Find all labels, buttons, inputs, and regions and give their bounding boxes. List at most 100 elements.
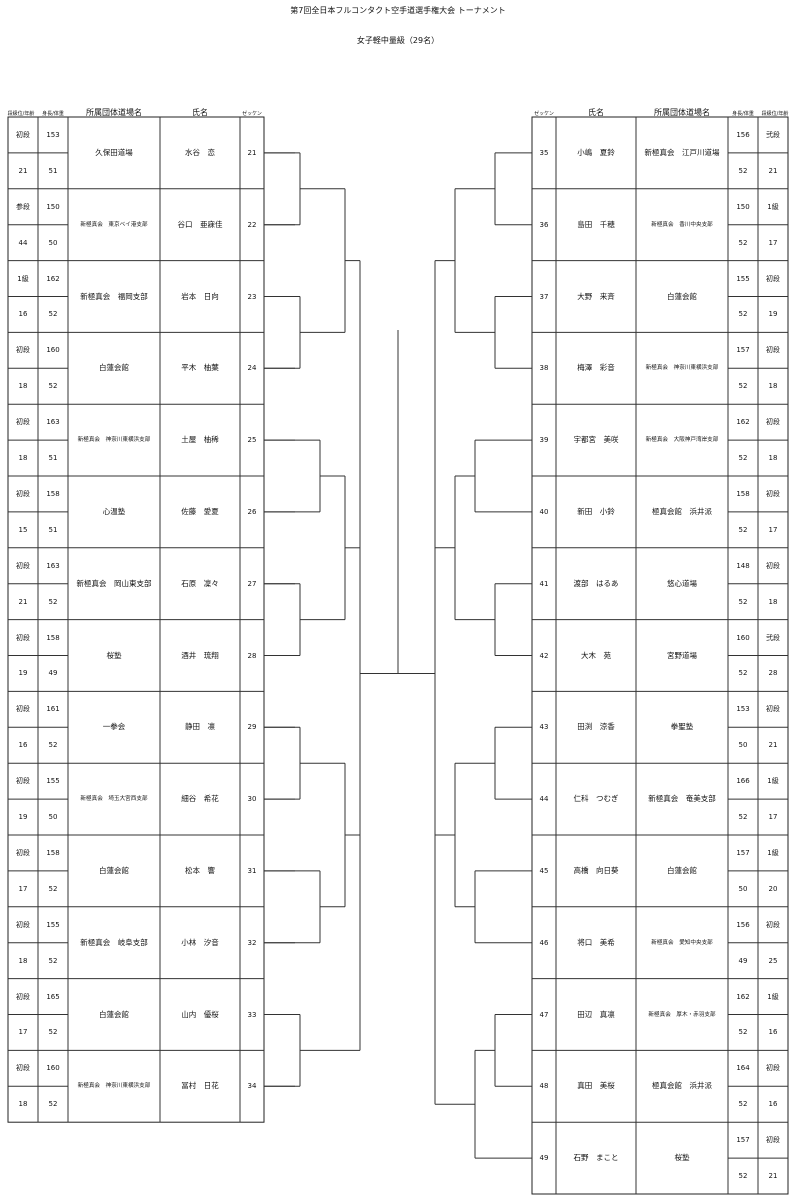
athlete-name: 細谷 希花 bbox=[181, 794, 219, 804]
age-cell: 17 bbox=[18, 884, 28, 893]
athlete-name: 山内 優桜 bbox=[181, 1009, 219, 1019]
rank-cell: 初段 bbox=[16, 489, 30, 498]
weight-cell: 51 bbox=[48, 166, 58, 175]
weight-cell: 52 bbox=[48, 1100, 58, 1109]
athlete-name: 静田 凛 bbox=[185, 722, 215, 732]
zekken-number: 36 bbox=[539, 220, 549, 229]
zekken-number: 48 bbox=[539, 1082, 549, 1091]
rank-cell: 初段 bbox=[766, 1136, 780, 1145]
zekken-number: 39 bbox=[539, 436, 549, 445]
header-club-right: 所属団体道場名 bbox=[654, 108, 710, 117]
zekken-number: 23 bbox=[247, 292, 257, 301]
age-cell: 21 bbox=[768, 1172, 778, 1181]
weight-cell: 49 bbox=[738, 956, 748, 965]
weight-cell: 49 bbox=[48, 669, 58, 678]
club-cell: 白蓮会館 bbox=[99, 1009, 129, 1019]
club-cell: 白蓮会館 bbox=[667, 865, 697, 875]
weight-cell: 52 bbox=[48, 956, 58, 965]
weight-cell: 52 bbox=[738, 1172, 748, 1181]
age-cell: 19 bbox=[768, 310, 778, 319]
club-cell: 心温塾 bbox=[102, 506, 126, 516]
weight-cell: 52 bbox=[48, 1028, 58, 1037]
zekken-number: 34 bbox=[247, 1082, 257, 1091]
rank-cell: 弐段 bbox=[766, 633, 780, 642]
age-cell: 17 bbox=[18, 1028, 28, 1037]
weight-cell: 50 bbox=[738, 741, 748, 750]
zekken-number: 38 bbox=[539, 364, 549, 373]
club-cell: 新極真会 奄美支部 bbox=[648, 794, 716, 804]
age-cell: 18 bbox=[768, 454, 778, 463]
zekken-number: 47 bbox=[539, 1010, 549, 1019]
athlete-name: 島田 千穂 bbox=[577, 219, 615, 229]
athlete-name: 平木 柚葉 bbox=[181, 363, 219, 373]
club-cell: 新極真会 神奈川東横浜支部 bbox=[645, 365, 719, 372]
zekken-number: 49 bbox=[539, 1154, 549, 1163]
zekken-number: 32 bbox=[247, 938, 257, 947]
rank-cell: 初段 bbox=[16, 418, 30, 427]
club-cell: 新極真会 福岡支部 bbox=[80, 291, 148, 301]
height-cell: 150 bbox=[736, 202, 750, 211]
zekken-number: 25 bbox=[247, 436, 257, 445]
weight-cell: 52 bbox=[738, 1028, 748, 1037]
header-zekken-right: ゼッケン bbox=[534, 111, 554, 117]
height-cell: 160 bbox=[736, 633, 750, 642]
zekken-number: 24 bbox=[247, 364, 257, 373]
age-cell: 19 bbox=[18, 813, 28, 822]
header-height-weight-left: 身長/体重 bbox=[42, 111, 64, 117]
weight-cell: 52 bbox=[48, 741, 58, 750]
weight-cell: 52 bbox=[738, 1100, 748, 1109]
athlete-name: 新田 小鈴 bbox=[577, 506, 615, 516]
height-cell: 157 bbox=[736, 848, 750, 857]
rank-cell: 初段 bbox=[16, 920, 30, 929]
height-cell: 155 bbox=[46, 777, 60, 786]
rank-cell: 初段 bbox=[766, 346, 780, 355]
zekken-number: 27 bbox=[247, 579, 257, 588]
club-cell: 新極真会 大阪神戸湾岸支部 bbox=[645, 437, 719, 444]
height-cell: 148 bbox=[736, 561, 750, 570]
height-cell: 160 bbox=[46, 1064, 60, 1073]
zekken-number: 43 bbox=[539, 723, 549, 732]
height-cell: 161 bbox=[46, 705, 60, 714]
weight-cell: 52 bbox=[738, 813, 748, 822]
age-cell: 18 bbox=[18, 382, 28, 391]
athlete-name: 谷口 亜寐佳 bbox=[177, 219, 223, 229]
club-cell: 白蓮会館 bbox=[99, 865, 129, 875]
rank-cell: 初段 bbox=[16, 848, 30, 857]
athlete-name: 田辺 真凛 bbox=[577, 1009, 615, 1019]
weight-cell: 52 bbox=[48, 597, 58, 606]
header-name-left: 氏名 bbox=[192, 108, 208, 117]
athlete-name: 大木 苑 bbox=[581, 650, 611, 660]
club-cell: 一拳会 bbox=[102, 722, 126, 732]
weight-cell: 52 bbox=[738, 669, 748, 678]
zekken-number: 22 bbox=[247, 220, 257, 229]
height-cell: 153 bbox=[736, 705, 750, 714]
height-cell: 158 bbox=[46, 633, 60, 642]
athlete-name: 大野 来斉 bbox=[577, 291, 615, 301]
club-cell: 新極真会 厚木・赤羽支部 bbox=[648, 1011, 716, 1018]
weight-cell: 52 bbox=[48, 310, 58, 319]
zekken-number: 21 bbox=[247, 148, 257, 157]
club-cell: 新極真会 愛知中央支部 bbox=[651, 939, 713, 946]
height-cell: 162 bbox=[736, 992, 750, 1001]
club-cell: 新極真会 神奈川東横浜支部 bbox=[77, 437, 151, 444]
age-cell: 18 bbox=[768, 382, 778, 391]
club-cell: 白蓮会館 bbox=[667, 291, 697, 301]
age-cell: 28 bbox=[768, 669, 778, 678]
zekken-number: 29 bbox=[247, 723, 257, 732]
zekken-number: 28 bbox=[247, 651, 257, 660]
athlete-name: 岩本 日向 bbox=[181, 291, 219, 301]
zekken-number: 44 bbox=[539, 795, 549, 804]
age-cell: 19 bbox=[18, 669, 28, 678]
rank-cell: 初段 bbox=[16, 1064, 30, 1073]
rank-cell: 初段 bbox=[766, 274, 780, 283]
rank-cell: 初段 bbox=[16, 992, 30, 1001]
age-cell: 16 bbox=[18, 310, 28, 319]
height-cell: 160 bbox=[46, 346, 60, 355]
athlete-name: 真田 美桜 bbox=[577, 1081, 615, 1091]
age-cell: 16 bbox=[768, 1028, 778, 1037]
zekken-number: 42 bbox=[539, 651, 549, 660]
club-cell: 新極真会 江戸川道場 bbox=[644, 147, 720, 157]
age-cell: 17 bbox=[768, 525, 778, 534]
height-cell: 165 bbox=[46, 992, 60, 1001]
weight-cell: 52 bbox=[48, 884, 58, 893]
